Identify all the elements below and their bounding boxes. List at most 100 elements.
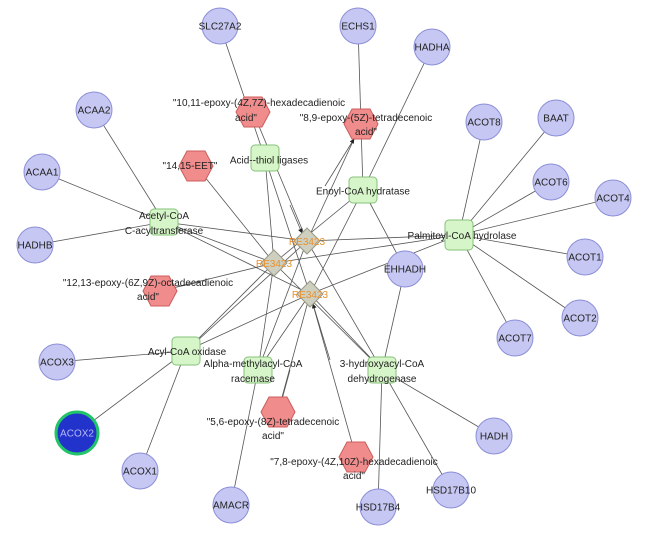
gene-label: ACOT7 <box>498 334 532 345</box>
enzyme-node-3-hydroxyacyl-coa-dehydrogenase[interactable]: 3-hydroxyacyl-CoA dehydrogenase <box>340 356 425 385</box>
reaction-node-re3423-middle[interactable]: RE3423 <box>256 249 293 277</box>
gene-node-acaa2[interactable]: ACAA2 <box>75 91 113 129</box>
edge <box>185 293 311 352</box>
metabolite-label-line2: acid" <box>235 113 257 124</box>
enzyme-label-line2: C-acyltransferase <box>125 226 204 237</box>
gene-label: ACOX3 <box>40 358 74 369</box>
metabolite-label-line2: acid" <box>343 471 365 482</box>
enzyme-node-enoyl-coa-hydratase[interactable]: Enoyl-CoA hydratase <box>316 176 410 204</box>
metabolite-node-12-13-epoxy-octadecadienoic-acid[interactable]: "12,13-epoxy-(6Z,9Z)-octadecadienoic aci… <box>63 275 233 307</box>
enzyme-node-acid-thiol-ligases[interactable]: Acid--thiol ligases <box>230 144 308 172</box>
gene-node-hsd17b4[interactable]: HSD17B4 <box>356 488 401 526</box>
edge <box>458 234 581 319</box>
edge <box>139 350 187 472</box>
edge <box>76 350 187 434</box>
gene-node-amacr[interactable]: AMACR <box>212 486 250 524</box>
enzyme-node-palmitoyl-coa-hydrolase[interactable]: Palmitoyl-CoA hydrolase <box>408 219 517 251</box>
gene-node-echs1[interactable]: ECHS1 <box>339 7 377 45</box>
edge <box>185 240 308 352</box>
metabolite-label-line1: "10,11-epoxy-(4Z,7Z)-hexadecadienoic <box>173 98 345 109</box>
enzyme-label-line2: racemase <box>231 374 275 385</box>
gene-node-acox1[interactable]: ACOX1 <box>121 452 159 490</box>
edge <box>381 369 495 437</box>
enzyme-node-acetyl-coa-c-acyltransferase[interactable]: Acetyl-CoA C-acyltransferase <box>125 208 204 237</box>
metabolite-node-14-15-eet[interactable]: "14,15-EET" <box>163 150 218 182</box>
gene-label: ACOT4 <box>596 194 630 205</box>
edge-arrow <box>311 303 331 361</box>
gene-label: ACAA1 <box>26 168 59 179</box>
metabolite-label-line1: "7,8-epoxy-(4Z,10Z)-hexadecadienoic <box>270 457 438 468</box>
edge <box>377 369 383 508</box>
edge <box>195 165 275 264</box>
edge <box>252 111 308 242</box>
edge <box>41 171 165 223</box>
gene-node-acox2[interactable]: ACOX2 <box>54 410 100 456</box>
gene-node-acot1[interactable]: ACOT1 <box>566 238 604 276</box>
edge <box>458 234 516 339</box>
metabolite-node-8-9-epoxy-tetradecenoic-acid[interactable]: "8,9-epoxy-(5Z)-tetradecenoic acid" <box>300 108 433 140</box>
edge <box>309 234 460 295</box>
enzyme-node-acyl-coa-oxidase[interactable]: Acyl-CoA oxidase <box>148 336 227 366</box>
enzyme-label: Enoyl-CoA hydratase <box>316 187 410 198</box>
gene-node-acox3[interactable]: ACOX3 <box>38 343 76 381</box>
metabolite-node-7-8-epoxy-hexadecadienoic-acid[interactable]: "7,8-epoxy-(4Z,10Z)-hexadecadienoic acid… <box>270 441 438 482</box>
gene-node-slc27a2[interactable]: SLC27A2 <box>199 7 242 45</box>
gene-node-acot2[interactable]: ACOT2 <box>561 299 599 337</box>
reaction-label: RE3423 <box>292 290 329 301</box>
enzyme-label: Palmitoyl-CoA hydrolase <box>408 231 517 242</box>
gene-label: ACAA2 <box>78 106 111 117</box>
enzyme-label: Acyl-CoA oxidase <box>148 347 227 358</box>
gene-label: HADHA <box>414 43 449 54</box>
gene-node-hadh[interactable]: HADH <box>475 417 513 455</box>
gene-node-acot4[interactable]: ACOT4 <box>594 179 632 217</box>
edge <box>309 293 357 458</box>
metabolite-label-line1: "12,13-epoxy-(6Z,9Z)-octadecadienoic <box>63 278 233 289</box>
edge <box>264 157 311 295</box>
metabolite-label: "14,15-EET" <box>163 161 218 172</box>
edge <box>257 262 275 371</box>
metabolite-node-10-11-epoxy-hexadecadienoic-acid[interactable]: "10,11-epoxy-(4Z,7Z)-hexadecadienoic aci… <box>173 96 345 128</box>
enzyme-label-line1: Acetyl-CoA <box>139 211 189 222</box>
gene-node-hsd17b10[interactable]: HSD17B10 <box>426 471 476 509</box>
edge <box>458 234 586 258</box>
gene-node-baat[interactable]: BAAT <box>537 99 575 137</box>
edge <box>306 234 460 242</box>
gene-node-hadha[interactable]: HADHA <box>413 28 451 66</box>
gene-label: HSD17B10 <box>426 486 476 497</box>
reaction-label: RE3423 <box>256 259 293 270</box>
edge <box>185 262 275 352</box>
gene-label: HSD17B4 <box>356 503 401 514</box>
edge <box>230 369 259 506</box>
gene-node-acot6[interactable]: ACOT6 <box>532 163 570 201</box>
edge <box>362 46 433 191</box>
edge <box>163 221 275 264</box>
gene-label: ECHS1 <box>341 22 375 33</box>
reaction-label: RE3423 <box>289 237 326 248</box>
enzyme-label-line2: dehydrogenase <box>348 374 417 385</box>
edge <box>219 25 266 159</box>
enzyme-label-line1: 3-hydroxyacyl-CoA <box>340 359 425 370</box>
metabolite-node-5-6-epoxy-tetradecenoic-acid[interactable]: "5,6-epoxy-(8Z)-tetradecenoic acid" <box>207 396 340 442</box>
gene-label: ACOT6 <box>534 178 568 189</box>
gene-label: BAAT <box>543 114 568 125</box>
gene-node-acot7[interactable]: ACOT7 <box>496 319 534 357</box>
gene-label: ACOX2 <box>60 429 94 440</box>
gene-label: ACOT8 <box>467 118 501 129</box>
gene-label: ACOX1 <box>123 467 157 478</box>
gene-node-hadhb[interactable]: HADHB <box>16 226 54 264</box>
reaction-node-re3423-top[interactable]: RE3423 <box>289 227 326 255</box>
edge <box>357 25 364 191</box>
gene-node-ehhadh[interactable]: EHHADH <box>384 250 426 288</box>
gene-node-acaa1[interactable]: ACAA1 <box>23 153 61 191</box>
gene-label: EHHADH <box>384 265 426 276</box>
edge <box>163 221 311 295</box>
enzyme-node-alpha-methylacyl-coa-racemase[interactable]: Alpha-methylacyl-CoA racemase <box>204 356 303 385</box>
edge <box>458 117 557 236</box>
edge <box>458 121 485 236</box>
reaction-node-re3423-bottom[interactable]: RE3423 <box>292 280 329 308</box>
edge-arrow <box>289 204 303 234</box>
gene-label: ACOT2 <box>563 314 597 325</box>
gene-label: SLC27A2 <box>199 22 242 33</box>
gene-node-acot8[interactable]: ACOT8 <box>465 103 503 141</box>
